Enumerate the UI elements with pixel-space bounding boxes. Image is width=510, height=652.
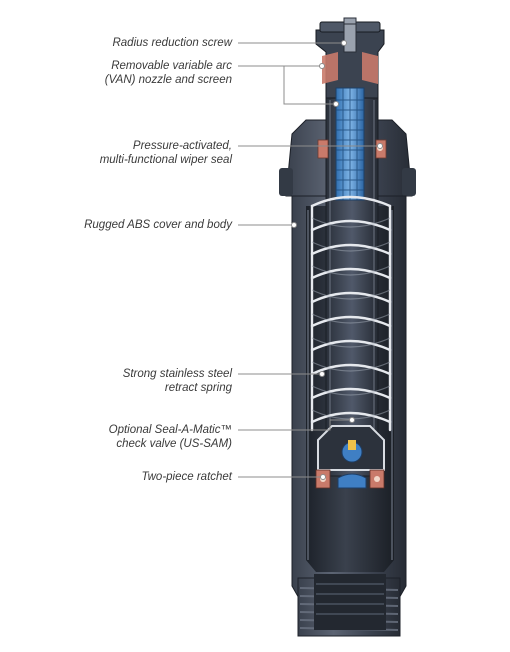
label-line: Two-piece ratchet <box>141 471 232 483</box>
label-ratchet: Two-piece ratchet <box>141 470 232 484</box>
label-line: Rugged ABS cover and body <box>84 219 232 231</box>
label-line: check valve (US-SAM) <box>116 438 232 450</box>
leader-check-valve <box>238 419 352 431</box>
label-check-valve: Optional Seal-A-Matic™ check valve (US-S… <box>109 423 232 451</box>
label-line: multi-functional wiper seal <box>99 154 232 166</box>
label-cover-body: Rugged ABS cover and body <box>84 218 232 232</box>
label-radius-reduction-screw: Radius reduction screw <box>112 36 232 50</box>
van-nozzle <box>322 52 338 84</box>
label-line: Strong stainless steel <box>122 368 232 380</box>
leader-lines <box>238 40 383 480</box>
label-line: (VAN) nozzle and screen <box>104 74 232 86</box>
label-line: Radius reduction screw <box>112 37 232 49</box>
label-line: Optional Seal-A-Matic™ <box>108 424 232 436</box>
leader-van-nozzle <box>238 65 336 105</box>
label-wiper-seal: Pressure-activated, multi-functional wip… <box>100 139 232 167</box>
label-line: Pressure-activated, <box>132 140 232 152</box>
nozzle-head <box>315 17 385 201</box>
label-line: Removable variable arc <box>111 60 232 72</box>
label-line: retract spring <box>164 382 232 394</box>
radius-screw <box>343 17 357 53</box>
label-retract-spring: Strong stainless steel retract spring <box>123 367 232 395</box>
retract-spring <box>310 195 392 432</box>
label-van-nozzle: Removable variable arc (VAN) nozzle and … <box>105 59 232 87</box>
